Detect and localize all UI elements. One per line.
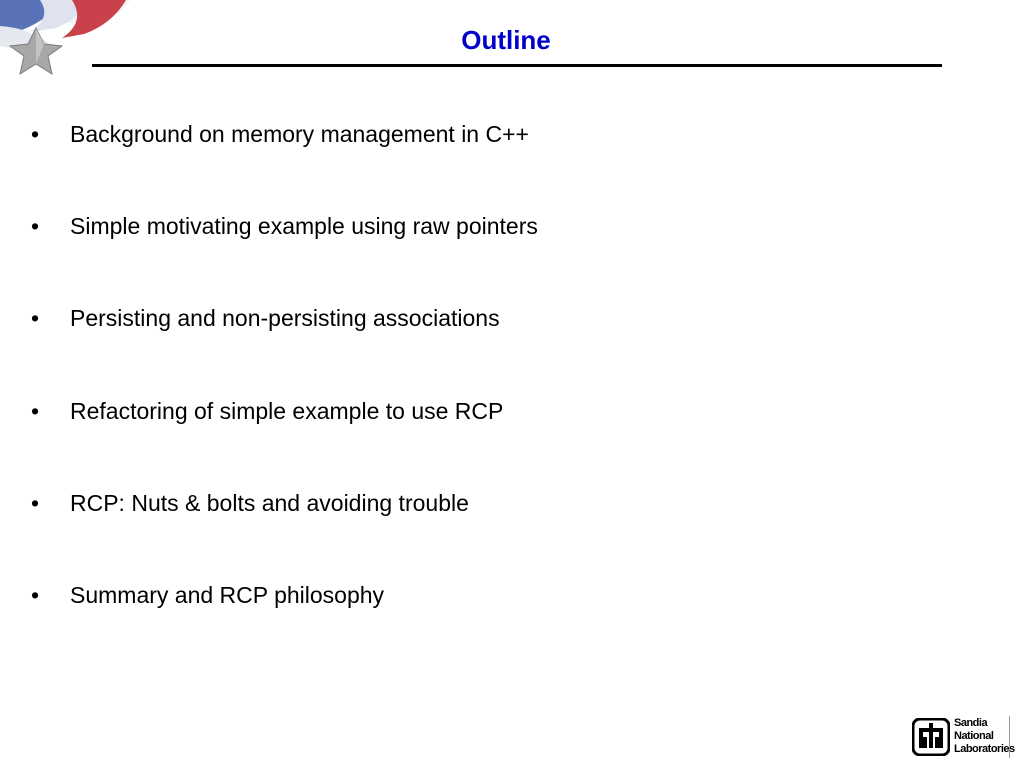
bullet-text: Background on memory management in C++ [70, 121, 529, 147]
bullet-marker: • [31, 489, 40, 516]
bullet-text: RCP: Nuts & bolts and avoiding trouble [70, 489, 469, 516]
bullet-marker: • [31, 305, 40, 332]
bullet-text: Simple motivating example using raw poin… [70, 213, 538, 240]
slide-title: Outline [461, 25, 551, 55]
bullet-marker: • [31, 397, 40, 424]
logo-divider [1009, 716, 1010, 758]
bullet-marker: • [31, 581, 40, 608]
bullet-marker: • [31, 121, 40, 147]
title-divider [92, 64, 942, 67]
logo-line: Laboratories [954, 743, 1015, 755]
logo-line: Sandia [954, 717, 988, 729]
bullet-text: Refactoring of simple example to use RCP [70, 397, 504, 424]
sandia-thunderbird-icon [912, 718, 950, 756]
bullet-text: Summary and RCP philosophy [70, 581, 385, 608]
logo-line: National [954, 730, 994, 742]
bullet-text: Persisting and non-persisting associatio… [70, 305, 500, 332]
bullet-marker: • [31, 213, 40, 240]
flag-star-icon [0, 0, 130, 76]
sandia-logo: Sandia National Laboratories [912, 716, 1015, 758]
logo-wordmark: Sandia National Laboratories [954, 717, 1015, 756]
